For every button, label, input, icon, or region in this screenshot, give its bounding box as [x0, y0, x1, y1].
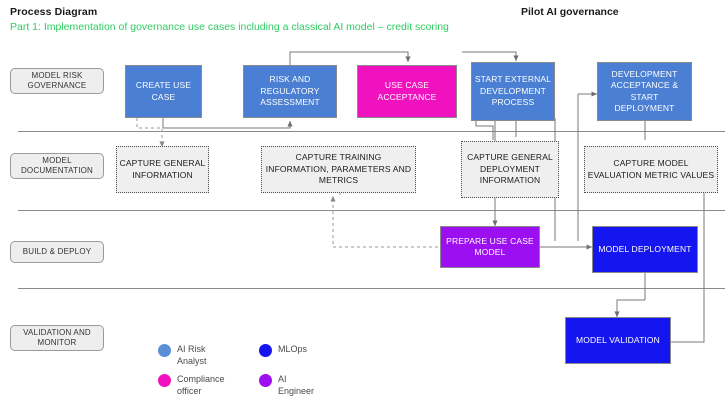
- node-label: RISK AND REGULATORY ASSESSMENT: [260, 74, 320, 108]
- diagram-title-right: Pilot AI governance: [521, 6, 619, 18]
- page-title: Process Diagram: [10, 6, 98, 18]
- node-risk-and-regulatory-assessment[interactable]: RISK AND REGULATORY ASSESSMENT: [243, 65, 337, 118]
- lane-label-text: MODEL RISK GOVERNANCE: [27, 71, 87, 90]
- legend-item-mlops: MLOps: [259, 344, 307, 357]
- node-label: CAPTURE MODEL EVALUATION METRIC VALUES: [587, 158, 715, 180]
- node-start-external-development-process[interactable]: START EXTERNAL DEVELOPMENT PROCESS: [471, 62, 555, 121]
- legend-label: AI Risk Analyst: [177, 344, 207, 366]
- page-subtitle: Part 1: Implementation of governance use…: [10, 21, 449, 33]
- node-label: CAPTURE GENERAL DEPLOYMENT INFORMATION: [467, 152, 553, 186]
- legend-label: Compliance officer: [177, 374, 225, 396]
- lane-label-model-risk-governance: MODEL RISK GOVERNANCE: [10, 68, 104, 94]
- lane-label-build-deploy: BUILD & DEPLOY: [10, 241, 104, 263]
- node-label: CREATE USE CASE: [135, 80, 192, 102]
- node-create-use-case[interactable]: CREATE USE CASE: [125, 65, 202, 118]
- node-label: DEVELOPMENT ACCEPTANCE & START DEPLOYMEN…: [610, 68, 679, 114]
- node-label: PREPARE USE CASE MODEL: [446, 235, 534, 258]
- node-use-case-acceptance[interactable]: USE CASE ACCEPTANCE: [357, 65, 457, 118]
- legend-label: MLOps: [278, 344, 308, 354]
- node-label: USE CASE ACCEPTANCE: [377, 80, 437, 102]
- node-label: CAPTURE TRAINING INFORMATION, PARAMETERS…: [265, 152, 412, 186]
- node-capture-general-information[interactable]: CAPTURE GENERAL INFORMATION: [116, 146, 209, 193]
- legend-label: AI Engineer: [278, 374, 315, 396]
- node-capture-general-deployment-information[interactable]: CAPTURE GENERAL DEPLOYMENT INFORMATION: [461, 141, 559, 198]
- lane-label-text: VALIDATION AND MONITOR: [23, 328, 91, 347]
- node-capture-training-information[interactable]: CAPTURE TRAINING INFORMATION, PARAMETERS…: [261, 146, 416, 193]
- node-prepare-use-case-model[interactable]: PREPARE USE CASE MODEL: [440, 226, 540, 268]
- legend-swatch-icon: [158, 374, 171, 387]
- legend-swatch-icon: [158, 344, 171, 357]
- node-label: MODEL DEPLOYMENT: [598, 243, 692, 254]
- node-development-acceptance-start-deployment[interactable]: DEVELOPMENT ACCEPTANCE & START DEPLOYMEN…: [597, 62, 692, 121]
- node-model-deployment[interactable]: MODEL DEPLOYMENT: [592, 226, 698, 273]
- lane-label-validation-monitor: VALIDATION AND MONITOR: [10, 325, 104, 351]
- node-label: CAPTURE GENERAL INFORMATION: [119, 158, 206, 180]
- lane-separators: [18, 131, 725, 289]
- node-model-validation[interactable]: MODEL VALIDATION: [565, 317, 671, 364]
- legend-swatch-icon: [259, 374, 272, 387]
- lane-label-text: BUILD & DEPLOY: [22, 247, 92, 256]
- legend-item-compliance-officer: Compliance officer: [158, 374, 225, 397]
- node-capture-model-evaluation-metric-values[interactable]: CAPTURE MODEL EVALUATION METRIC VALUES: [584, 146, 718, 193]
- legend-item-ai-risk-analyst: AI Risk Analyst: [158, 344, 207, 367]
- legend-swatch-icon: [259, 344, 272, 357]
- node-label: MODEL VALIDATION: [576, 334, 660, 345]
- node-label: START EXTERNAL DEVELOPMENT PROCESS: [474, 74, 552, 108]
- lane-label-text: MODEL DOCUMENTATION: [20, 156, 94, 175]
- legend-item-ai-engineer: AI Engineer: [259, 374, 314, 397]
- lane-label-model-documentation: MODEL DOCUMENTATION: [10, 153, 104, 179]
